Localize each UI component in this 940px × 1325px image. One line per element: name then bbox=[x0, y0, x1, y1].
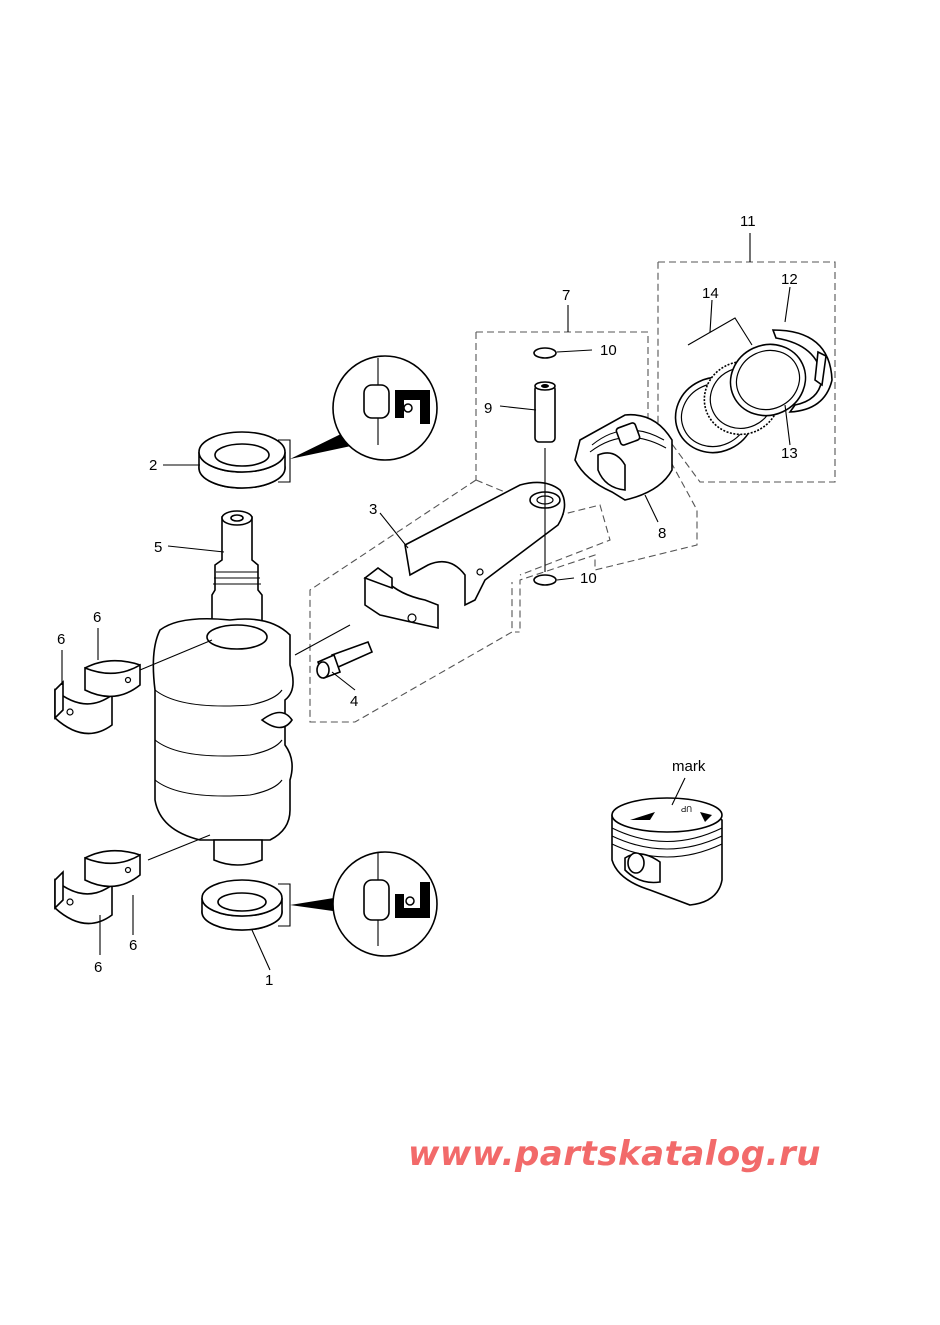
callout-6-lower-right: 6 bbox=[129, 937, 137, 954]
crankshaft bbox=[152, 510, 294, 866]
callout-14: 14 bbox=[702, 285, 719, 302]
rod-bolt bbox=[316, 640, 374, 680]
piston bbox=[574, 413, 673, 501]
callout-9: 9 bbox=[484, 400, 492, 417]
connecting-rod bbox=[363, 481, 566, 629]
group-box-7 bbox=[309, 305, 698, 723]
watermark: www.partskatalog.ru bbox=[408, 1134, 822, 1174]
mark-label: mark bbox=[672, 758, 706, 775]
pin-clip-upper bbox=[533, 347, 557, 359]
oil-seal-lower bbox=[201, 879, 291, 931]
callout-7: 7 bbox=[562, 287, 570, 304]
callout-10-lower: 10 bbox=[580, 570, 597, 587]
leader-lines bbox=[61, 286, 791, 971]
callout-2: 2 bbox=[149, 457, 157, 474]
group-box-11 bbox=[657, 233, 836, 483]
callout-6-lower-left: 6 bbox=[94, 959, 102, 976]
piston-pin bbox=[534, 381, 556, 443]
callout-13: 13 bbox=[781, 445, 798, 462]
main-bearing-lower bbox=[54, 849, 141, 925]
pin-clip-lower bbox=[533, 574, 557, 586]
piston-rings bbox=[674, 329, 833, 454]
piston-up-marking: UP bbox=[681, 804, 692, 813]
callout-12: 12 bbox=[781, 271, 798, 288]
callout-11: 11 bbox=[740, 213, 756, 230]
callout-3: 3 bbox=[369, 501, 377, 518]
callout-5: 5 bbox=[154, 539, 162, 556]
callout-1: 1 bbox=[265, 972, 273, 989]
main-bearing-upper bbox=[54, 659, 141, 735]
callout-6-upper-left: 6 bbox=[57, 631, 65, 648]
oil-seal-upper bbox=[198, 431, 291, 489]
seal-detail-lower bbox=[290, 851, 438, 957]
callout-4: 4 bbox=[350, 693, 358, 710]
callout-8: 8 bbox=[658, 525, 666, 542]
callout-10-upper: 10 bbox=[600, 342, 617, 359]
seal-detail-upper bbox=[290, 355, 438, 461]
piston-mark-inset: UP bbox=[611, 777, 723, 906]
callout-6-upper-right: 6 bbox=[93, 609, 101, 626]
